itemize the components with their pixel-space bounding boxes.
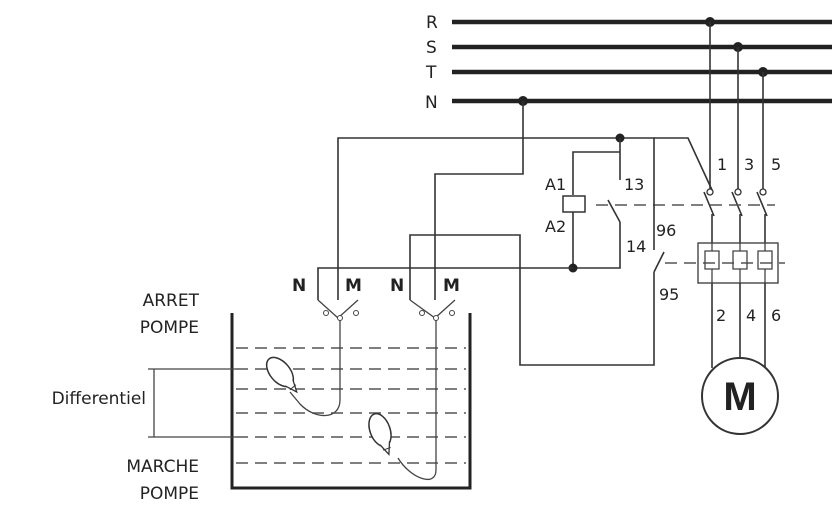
- float-bulbs: [265, 320, 437, 480]
- right-switch-pin-2: [433, 315, 439, 321]
- motor-circle: [701, 357, 779, 435]
- main-contact-3: [731, 191, 743, 217]
- left-switch-pin-2: [337, 315, 343, 321]
- marche-label-line1: MARCHE: [126, 457, 199, 477]
- tank-walls: [230, 313, 472, 490]
- bus-label-r: R: [426, 13, 438, 33]
- wire-left-m: [317, 267, 573, 300]
- terminal-2-label: 2: [716, 306, 726, 325]
- float-switch-left: N M: [292, 276, 362, 321]
- power-bus: R S T N: [425, 13, 832, 113]
- left-switch-contacts: [317, 299, 359, 319]
- bus-label-t: T: [425, 63, 437, 83]
- float-bulb-top: [265, 356, 298, 394]
- aux-contact-13-14: [607, 199, 621, 223]
- right-float-cable: [397, 320, 437, 480]
- thermal-elements: [704, 243, 766, 283]
- terminal-4-label: 4: [746, 306, 756, 325]
- right-float-n-label: N: [390, 276, 404, 296]
- main-contact-1: [703, 191, 715, 217]
- bus-label-s: S: [426, 38, 437, 58]
- overload-contact: [653, 251, 665, 273]
- terminal-5-dot: [759, 188, 767, 196]
- wire-to-phase-r: [654, 137, 713, 191]
- wire-a1: [572, 151, 620, 195]
- differentiel-label: Differentiel: [52, 389, 146, 409]
- contactor-coil: [562, 195, 586, 213]
- terminal-3-label: 3: [744, 155, 754, 174]
- overload-relay: [697, 242, 779, 284]
- right-switch-contacts: [409, 299, 456, 319]
- phase-drops: 1 3 5: [706, 22, 781, 196]
- thermal-elements-right: [712, 250, 773, 270]
- motor: M: [701, 357, 779, 435]
- overload-95-label: 95: [659, 285, 679, 304]
- motor-leads: 2 4 6: [711, 283, 781, 368]
- coil-a1-label: A1: [545, 175, 566, 194]
- coil-a2-label: A2: [545, 217, 566, 236]
- left-float-m-label: M: [345, 276, 362, 296]
- tank: [230, 313, 472, 490]
- terminal-6-label: 6: [771, 306, 781, 325]
- terminal-5-label: 5: [771, 155, 781, 174]
- left-float-cable: [289, 320, 341, 417]
- left-float-n-label: N: [292, 276, 306, 296]
- left-switch-pin-1: [323, 310, 329, 316]
- left-switch-pin-3: [353, 310, 359, 316]
- main-contact-5: [756, 191, 768, 217]
- terminal-1-label: 1: [717, 155, 727, 174]
- wire-14: [573, 222, 621, 269]
- overload-96-label: 96: [656, 221, 676, 240]
- float-bulb-bottom: [368, 412, 392, 457]
- bus-label-n: N: [425, 93, 438, 113]
- terminal-3-dot: [734, 188, 742, 196]
- marche-label-line2: POMPE: [140, 484, 199, 504]
- wire-n-to-right-float: [434, 101, 524, 300]
- right-float-m-label: M: [443, 276, 460, 296]
- wire-left-n-top: [337, 137, 655, 300]
- arret-label-line2: POMPE: [140, 318, 199, 338]
- control-circuit: A1 A2 13 14 96 95: [317, 101, 713, 366]
- arret-label-line1: ARRET: [143, 291, 200, 311]
- aux-13-label: 13: [624, 175, 644, 194]
- motor-label: M: [723, 375, 756, 419]
- right-switch-pin-3: [449, 310, 455, 316]
- float-switch-right: N M: [390, 276, 460, 321]
- main-contacts: [703, 191, 768, 243]
- right-switch-pin-1: [419, 310, 425, 316]
- terminal-1-dot: [706, 188, 714, 196]
- aux-14-label: 14: [626, 237, 646, 256]
- overload-housing: [697, 242, 779, 284]
- level-labels: ARRET POMPE Differentiel MARCHE POMPE: [52, 291, 236, 504]
- wire-95-return: [409, 234, 655, 366]
